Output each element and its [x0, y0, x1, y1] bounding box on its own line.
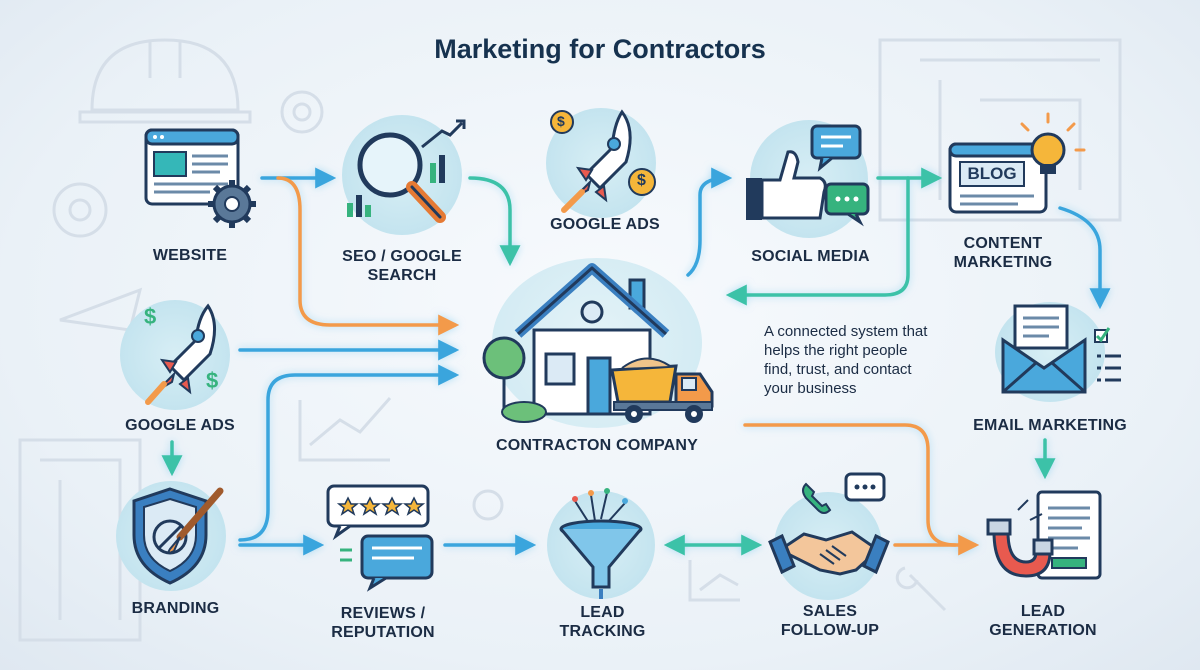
gear-sketch-icon — [52, 182, 108, 238]
shield-brush-icon — [132, 487, 224, 585]
node-sales-followup[interactable]: SALES FOLLOW-UP — [760, 470, 900, 640]
gear-bottom-sketch-icon — [472, 489, 504, 521]
lightbulb-icon — [1020, 112, 1086, 174]
node-center-company[interactable]: CONTRACTON COMPANY — [462, 250, 732, 460]
google-ads-left-label: GOOGLE ADS — [125, 417, 235, 434]
email-marketing-label: EMAIL MARKETING — [973, 417, 1127, 434]
social-media-label: SOCIAL MEDIA — [751, 248, 870, 265]
sales-followup-label: SALES FOLLOW-UP — [780, 603, 880, 639]
lead-generation-label: LEAD GENERATION — [989, 603, 1097, 639]
arrow-center-to-social — [686, 167, 733, 277]
blog-text: BLOG — [967, 164, 1017, 183]
dollar-text: $ — [557, 113, 565, 129]
seo-label: SEO / GOOGLE SEARCH — [342, 248, 462, 284]
node-content-marketing[interactable]: BLOG CONTENT MARKETING — [938, 110, 1088, 280]
handshake-phone-icon — [768, 472, 890, 576]
node-lead-tracking[interactable]: LEAD TRACKING — [535, 485, 670, 640]
tagline-line-1: A connected system that — [764, 323, 928, 340]
google-ads-top-label: GOOGLE ADS — [550, 216, 660, 233]
hard-hat-sketch-icon — [78, 38, 252, 124]
website-browser-icon — [144, 128, 256, 228]
chart-bottom-sketch-icon — [688, 560, 740, 602]
gear-icon — [208, 180, 256, 228]
page-title: Marketing for Contractors — [434, 34, 766, 64]
funnel-icon — [559, 488, 643, 599]
rocket-left-icon — [145, 303, 216, 405]
chart-sketch-icon — [298, 397, 392, 462]
arrow-website-to-center — [276, 176, 460, 336]
node-branding[interactable]: BRANDING — [108, 475, 243, 625]
node-google-ads-top[interactable]: $ $ GOOGLE ADS — [530, 100, 680, 240]
tagline-line-4: your business — [764, 380, 857, 397]
wrench-sketch-icon — [895, 566, 947, 612]
center-company-label: CONTRACTON COMPANY — [495, 437, 699, 454]
arrow-social-to-center — [725, 176, 910, 306]
magnifier-chart-icon — [347, 119, 466, 223]
content-marketing-label: CONTENT MARKETING — [953, 235, 1053, 271]
blog-lightbulb-icon — [948, 112, 1086, 214]
node-website[interactable]: WEBSITE — [120, 118, 270, 278]
arrow-center-to-leadgen — [743, 423, 957, 547]
tagline-line-2: helps the right people — [764, 342, 908, 359]
node-social-media[interactable]: SOCIAL MEDIA — [728, 112, 893, 272]
tagline: A connected system that helps the right … — [764, 322, 964, 398]
dollar-left-text: $ — [144, 304, 157, 329]
dollar-left-text-2: $ — [206, 368, 219, 393]
node-reviews[interactable]: REVIEWS / REPUTATION — [318, 480, 458, 641]
blueprint-sketch-icon — [878, 38, 1122, 222]
arrow-branding-to-center — [238, 364, 460, 542]
node-seo[interactable]: SEO / GOOGLE SEARCH — [322, 105, 482, 285]
triangle-ruler-sketch-icon — [59, 287, 143, 332]
magnet-document-icon — [986, 490, 1102, 580]
tagline-line-3: find, trust, and contact — [764, 361, 912, 378]
node-lead-generation[interactable]: LEAD GENERATION — [978, 480, 1128, 640]
house-truck-icon — [482, 263, 714, 423]
small-gear-sketch-icon — [280, 90, 324, 134]
arrow-seo-to-center — [468, 176, 521, 267]
dollar-text-2: $ — [637, 172, 646, 189]
dollar-coin-icon — [550, 110, 574, 134]
rocket-icon — [550, 109, 656, 213]
dollar-coin-icon-2 — [628, 168, 656, 196]
website-label: WEBSITE — [152, 247, 228, 264]
reviews-label: REVIEWS / REPUTATION — [331, 605, 435, 641]
branding-label: BRANDING — [131, 600, 220, 617]
dump-truck-icon — [610, 357, 714, 423]
review-stars-chat-icon — [326, 484, 434, 592]
thumbs-up-chat-icon — [746, 124, 870, 227]
node-google-ads-left[interactable]: $ $ GOOGLE ADS — [110, 290, 250, 440]
node-email-marketing[interactable]: EMAIL MARKETING — [973, 300, 1145, 440]
arrow-content-to-email — [1058, 206, 1111, 310]
lead-tracking-label: LEAD TRACKING — [559, 604, 646, 640]
envelope-checklist-icon — [1001, 304, 1121, 394]
phone-icon — [802, 482, 832, 514]
